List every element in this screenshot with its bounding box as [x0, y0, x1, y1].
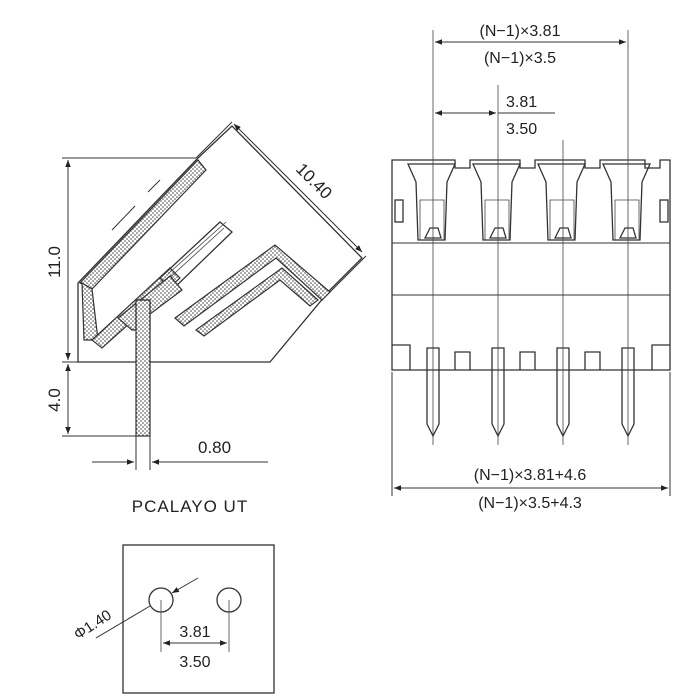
pcb-layout-title: PCALAYO UT [132, 497, 248, 516]
dim-label-width: 10.40 [292, 159, 336, 203]
dim-label-total-width-a: (N−1)×3.81+4.6 [474, 467, 587, 484]
front-side-clip-right [659, 199, 669, 223]
front-terminal-2 [471, 163, 522, 241]
dim-line-width [233, 123, 363, 253]
dim-label-total-pitch-b: (N−1)×3.5 [484, 50, 556, 67]
dim-label-pcb-pitch-b: 3.50 [179, 654, 210, 671]
pcb-outline [122, 544, 275, 694]
dim-label-height: 11.0 [45, 246, 64, 278]
side-cavity-inner [194, 267, 319, 337]
side-view: 11.0 4.0 0.80 10.40 [45, 121, 367, 470]
side-pin [135, 299, 151, 437]
dim-leader-hole [95, 605, 151, 639]
front-pin-2 [491, 347, 505, 438]
front-terminal-3 [536, 163, 587, 241]
front-terminal-1 [406, 163, 457, 241]
front-bottom-notches [392, 344, 670, 370]
dim-label-pitch-b: 3.50 [506, 121, 537, 138]
dim-label-pin-length: 4.0 [45, 388, 64, 412]
front-view: (N−1)×3.81 (N−1)×3.5 3.81 3.50 (N−1)×3.8… [391, 23, 671, 512]
front-terminal-4 [601, 163, 652, 241]
side-housing-wall-upper [79, 159, 207, 290]
front-pin-3 [556, 347, 570, 438]
dim-label-total-pitch-a: (N−1)×3.81 [480, 23, 561, 40]
front-side-clip-left [394, 199, 404, 223]
front-housing-outline [391, 159, 671, 371]
side-cavity-wall [174, 244, 331, 327]
dim-label-pin-width: 0.80 [198, 438, 231, 457]
front-pins [426, 347, 635, 438]
side-housing-wall-left [81, 281, 99, 341]
front-pin-1 [426, 347, 440, 438]
dim-label-pcb-pitch-a: 3.81 [179, 624, 210, 641]
dim-label-hole-diameter: Φ1.40 [71, 607, 115, 644]
pcb-layout: PCALAYO UT Φ1.40 3.81 3.50 [71, 497, 275, 694]
dim-label-pitch-a: 3.81 [506, 94, 537, 111]
front-pin-4 [621, 347, 635, 438]
dim-label-total-width-b: (N−1)×3.5+4.3 [478, 495, 582, 512]
